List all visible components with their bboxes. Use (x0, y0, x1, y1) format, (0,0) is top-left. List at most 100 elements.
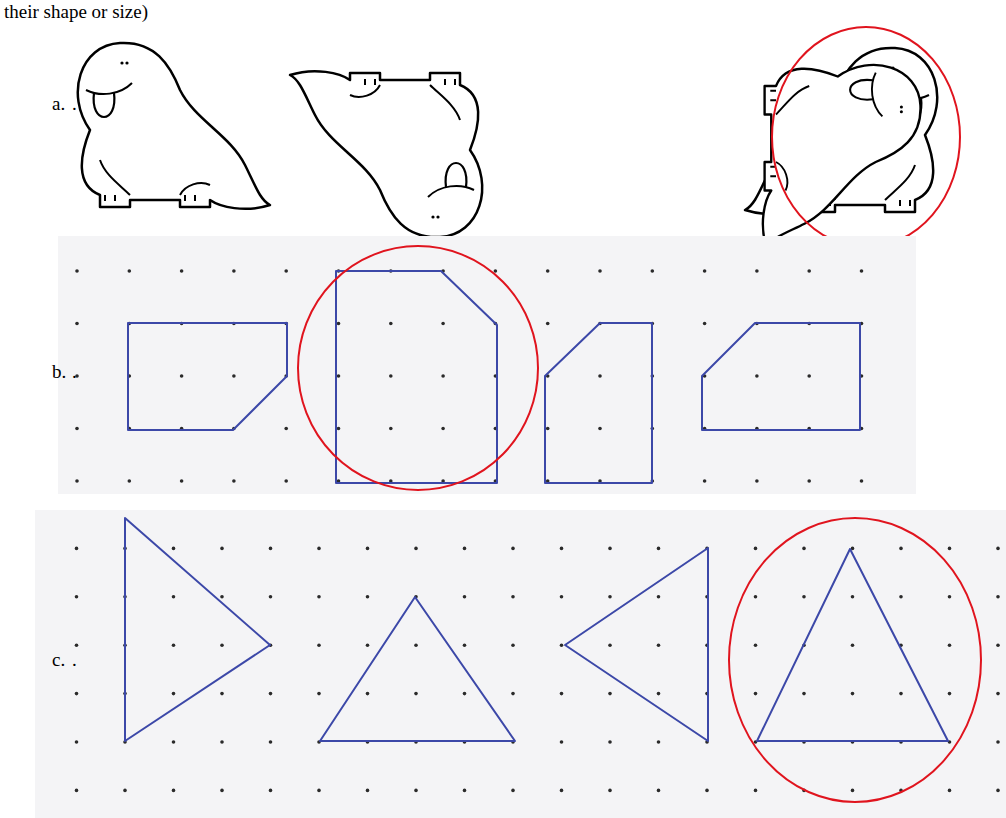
grid-dot (511, 789, 515, 793)
grid-dot (948, 595, 952, 599)
grid-dot (284, 269, 288, 273)
item-dot: . (72, 362, 77, 383)
grid-dot (807, 374, 811, 378)
grid-dot (463, 789, 467, 793)
grid-dot (546, 322, 550, 326)
grid-dot (996, 789, 1000, 793)
grid-dot (996, 740, 1000, 744)
grid-dots (75, 269, 863, 483)
grid-dot (546, 269, 550, 273)
grid-dot (172, 595, 176, 599)
grid-dot (366, 547, 370, 551)
grid-dot (128, 479, 132, 483)
grid-dot (608, 595, 612, 599)
grid-dot (172, 692, 176, 696)
grid-dot (948, 789, 952, 793)
grid-dot (172, 547, 176, 551)
grid-dot (996, 692, 1000, 696)
grid-dot (608, 643, 612, 647)
grid-dot (598, 427, 602, 431)
grid-dot (269, 595, 273, 599)
grid-dot (657, 740, 661, 744)
grid-dot (414, 547, 418, 551)
grid-dot (337, 427, 341, 431)
dinosaur (78, 43, 937, 248)
grid-dot (220, 547, 224, 551)
grid-dot (705, 789, 709, 793)
grid-dot (75, 692, 79, 696)
grid-dot (703, 322, 707, 326)
grid-dot (560, 643, 564, 647)
grid-dot (657, 692, 661, 696)
grid-dot (232, 269, 236, 273)
grid-dot (366, 692, 370, 696)
grid-dot (657, 547, 661, 551)
grid-dot (511, 547, 515, 551)
grid-dot (75, 595, 79, 599)
grid-dot (703, 479, 707, 483)
grid-dot (511, 692, 515, 696)
grid-dot (220, 789, 224, 793)
grid-dot (657, 643, 661, 647)
answer-circle (298, 246, 538, 490)
grid-dot (802, 595, 806, 599)
dot-paper (58, 236, 916, 494)
grid-dot (511, 643, 515, 647)
grid-dot (337, 322, 341, 326)
item-letter: c. (52, 650, 65, 671)
grid-dot (754, 692, 758, 696)
grid-dot (180, 479, 184, 483)
grid-dot (232, 479, 236, 483)
grid-dot (948, 547, 952, 551)
grid-dot (802, 692, 806, 696)
grid-dot (807, 269, 811, 273)
answer-circle (772, 27, 960, 247)
grid-dot (754, 789, 758, 793)
grid-dot (463, 595, 467, 599)
grid-dot (899, 595, 903, 599)
grid-dot (180, 374, 184, 378)
grid-dot (269, 789, 273, 793)
grid-dot (220, 595, 224, 599)
grid-dot (511, 595, 515, 599)
grid-dot (75, 789, 79, 793)
grid-dot (755, 269, 759, 273)
grid-dot (75, 740, 79, 744)
grid-dot (366, 789, 370, 793)
grid-dot (754, 643, 758, 647)
grid-dot (75, 427, 79, 431)
grid-dot (366, 595, 370, 599)
grid-dot (317, 789, 321, 793)
triangle-shape (125, 518, 948, 741)
grid-dot (899, 692, 903, 696)
grid-dot (608, 692, 612, 696)
grid-dot (657, 595, 661, 599)
grid-dot (284, 479, 288, 483)
grid-dot (598, 374, 602, 378)
polygon-shape (128, 271, 860, 483)
instruction-text: their shape or size) (4, 2, 148, 23)
grid-dot (366, 643, 370, 647)
grid-dot (75, 547, 79, 551)
grid-dot (802, 547, 806, 551)
grid-dot (754, 595, 758, 599)
grid-dot (284, 427, 288, 431)
grid-dot (269, 740, 273, 744)
grid-dot (463, 643, 467, 647)
grid-dot (269, 547, 273, 551)
grid-dot (75, 322, 79, 326)
grid-dot (996, 595, 1000, 599)
grid-dot (851, 643, 855, 647)
grid-dot (317, 643, 321, 647)
grid-dot (232, 374, 236, 378)
grid-dot (75, 479, 79, 483)
grid-dot (851, 789, 855, 793)
grid-dot (608, 740, 612, 744)
grid-dot (657, 789, 661, 793)
grid-dot (560, 547, 564, 551)
grid-dot (851, 595, 855, 599)
grid-dot (389, 374, 393, 378)
grid-dot (996, 643, 1000, 647)
grid-dot (75, 643, 79, 647)
